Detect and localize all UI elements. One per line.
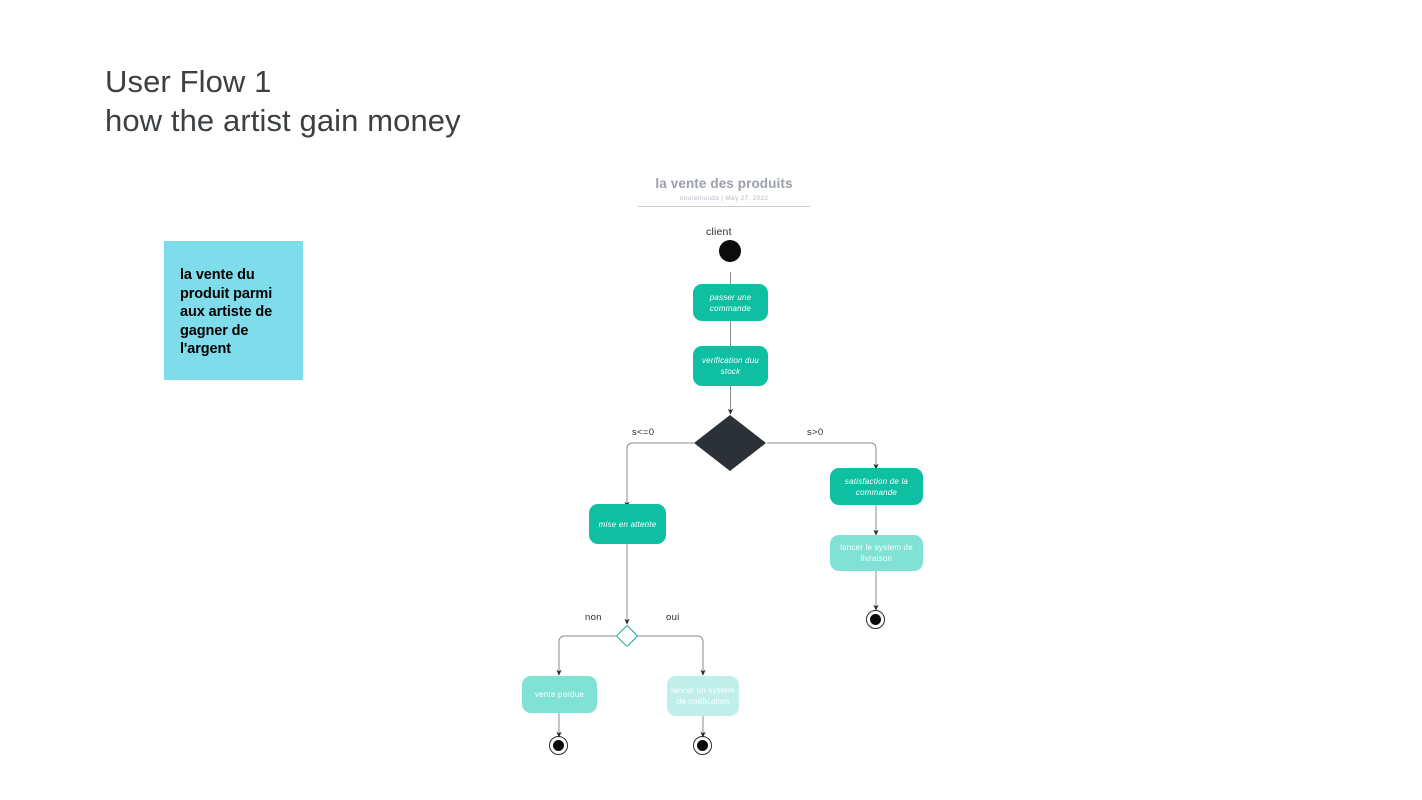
edge-label-stock-false: s<=0 (632, 427, 655, 438)
node-vente-perdue[interactable]: vente perdue (522, 676, 597, 713)
edge-label-stock-true: s>0 (807, 427, 824, 438)
node-satisfaction-de-la-commande[interactable]: satisfaction de la commande (830, 468, 923, 505)
start-node-label: client (706, 226, 732, 238)
node-lancer-un-system-de-notification[interactable]: lancer un system de notification (667, 676, 739, 716)
diagram-connectors (556, 272, 879, 738)
edge-label-wait-yes: oui (666, 612, 680, 623)
node-satisfaction-de-la-commande-label: satisfaction de la commande (844, 476, 909, 497)
diagram-doc-title: la vente des produits (655, 176, 793, 191)
node-mise-en-attente-label: mise en attente (598, 519, 657, 529)
sticky-note-text: la vente du produit parmi aux artiste de… (180, 267, 273, 357)
activity-diagram[interactable]: la vente des produits nourelhouda | May … (500, 160, 980, 780)
page-title: User Flow 1 how the artist gain money (105, 62, 805, 140)
edge-label-wait-no: non (585, 612, 602, 623)
start-node[interactable] (719, 240, 741, 262)
diagram-doc-byline: nourelhouda | May 27, 2022 (679, 195, 769, 202)
node-verification-du-stock[interactable]: verification duu stock (693, 346, 768, 386)
node-verification-du-stock-label: verification duu stock (701, 356, 759, 376)
end-node-notification[interactable] (693, 736, 712, 755)
node-mise-en-attente[interactable]: mise en attente (589, 504, 666, 544)
end-node-livraison[interactable] (866, 610, 885, 629)
page-title-line-1: User Flow 1 (105, 64, 272, 99)
node-vente-perdue-label: vente perdue (534, 690, 585, 699)
diagram-header: la vente des produits nourelhouda | May … (638, 175, 810, 207)
node-lancer-le-system-de-livraison-label: lancer le system de livraison (840, 543, 913, 563)
sticky-note[interactable]: la vente du produit parmi aux artiste de… (164, 241, 303, 380)
node-passer-une-commande-label: passer une commande (709, 292, 752, 313)
end-node-vente-perdue[interactable] (549, 736, 568, 755)
node-lancer-un-system-de-notification-label: lancer un system de notification (671, 686, 735, 706)
page-title-line-2: how the artist gain money (105, 103, 461, 138)
node-passer-une-commande[interactable]: passer une commande (693, 284, 768, 321)
node-lancer-le-system-de-livraison[interactable]: lancer le system de livraison (830, 535, 923, 571)
